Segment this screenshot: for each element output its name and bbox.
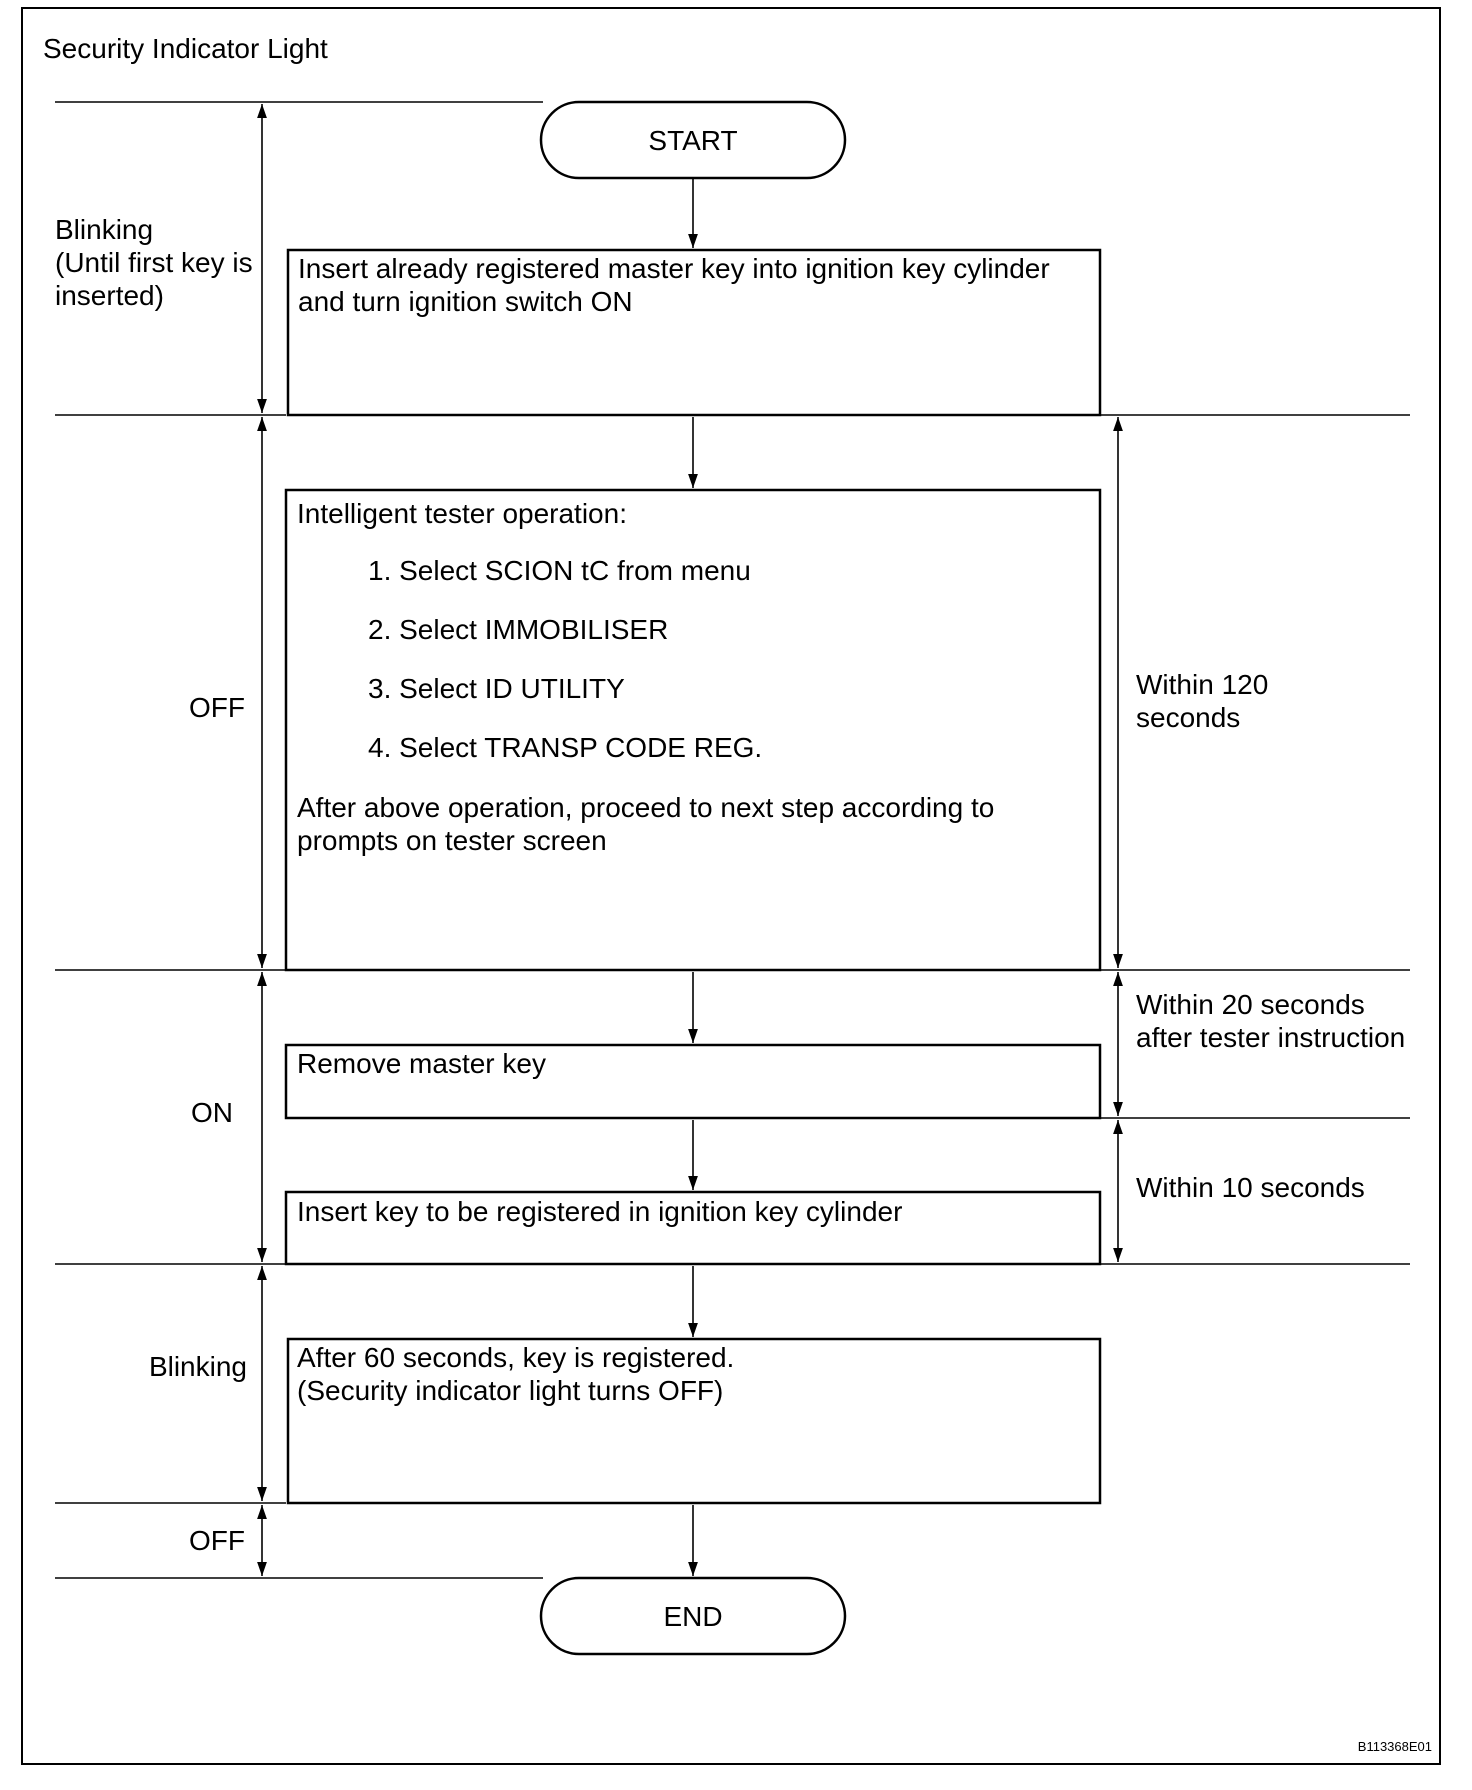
tester-item: 4. Select TRANSP CODE REG. [368, 732, 762, 763]
end-terminal: END [539, 1576, 847, 1656]
step-text-line: After 60 seconds, key is registered. [297, 1342, 734, 1373]
tester-footer-line: After above operation, proceed to next s… [297, 792, 994, 823]
tester-footer-line: prompts on tester screen [297, 825, 607, 856]
step-insert-new-key: Insert key to be registered in ignition … [284, 1190, 1102, 1266]
time-limit-labels: Within 120 seconds Within 20 seconds aft… [1136, 669, 1405, 1203]
time-20: Within 20 seconds [1136, 989, 1365, 1020]
state-off-final: OFF [189, 1525, 245, 1556]
state-on: ON [191, 1097, 233, 1128]
tester-item: 1. Select SCION tC from menu [368, 555, 751, 586]
step-tester-operation: Intelligent tester operation: 1. Select … [284, 488, 1102, 972]
time-120: seconds [1136, 702, 1240, 733]
step-remove-master-key: Remove master key [284, 1043, 1102, 1120]
tester-item: 2. Select IMMOBILISER [368, 614, 668, 645]
step-text-line: Remove master key [297, 1048, 546, 1079]
step-insert-master-key: Insert already registered master key int… [286, 248, 1102, 417]
state-off: OFF [189, 692, 245, 723]
state-blinking-first: inserted) [55, 280, 164, 311]
state-blinking: Blinking [149, 1351, 247, 1382]
diagram-title: Security Indicator Light [43, 33, 328, 64]
step-key-registered: After 60 seconds, key is registered. (Se… [286, 1337, 1102, 1505]
light-state-labels: Blinking (Until first key is inserted) O… [55, 214, 253, 1556]
step-text-line: and turn ignition switch ON [298, 286, 633, 317]
start-terminal: START [539, 100, 847, 180]
figure-frame [21, 7, 1441, 1765]
step-text-line: (Security indicator light turns OFF) [297, 1375, 723, 1406]
start-label: START [648, 125, 737, 156]
figure-code: B113368E01 [1358, 1739, 1432, 1754]
time-120: Within 120 [1136, 669, 1268, 700]
state-blinking-first: Blinking [55, 214, 153, 245]
phase-divider-lines [55, 101, 543, 1579]
time-20: after tester instruction [1136, 1022, 1405, 1053]
step-text-line: Insert already registered master key int… [298, 253, 1050, 284]
time-divider-lines [1100, 414, 1410, 1265]
time-10: Within 10 seconds [1136, 1172, 1365, 1203]
end-label: END [663, 1601, 722, 1632]
state-blinking-first: (Until first key is [55, 247, 253, 278]
tester-item: 3. Select ID UTILITY [368, 673, 625, 704]
step-text-line: Insert key to be registered in ignition … [297, 1196, 902, 1227]
tester-heading: Intelligent tester operation: [297, 498, 627, 529]
